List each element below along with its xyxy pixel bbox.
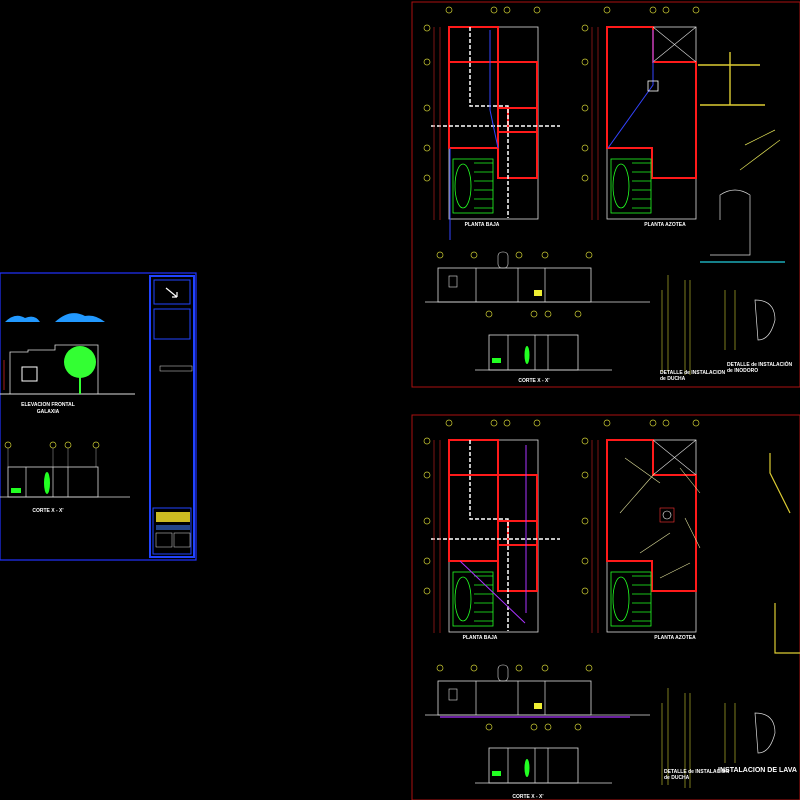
sheet-bottom-right-plans: PLANTA BAJA PLANTA AZOTEA CORTE X - X' D… xyxy=(411,414,800,800)
shower-detail-title: DETALLE de INSTALACION xyxy=(660,370,725,376)
north-arrow-icon xyxy=(165,287,178,298)
north-arrow-box xyxy=(153,279,191,305)
elevation-title: ELEVACION FRONTAL xyxy=(21,402,75,408)
window xyxy=(21,366,38,382)
elevation-subtitle: GALAXIA xyxy=(37,409,60,415)
roof-plan-title: PLANTA AZOTEA xyxy=(644,222,686,228)
toilet-detail-title: DETALLE de INSTALACIÓN xyxy=(727,360,792,368)
section-title: CORTE X - X' xyxy=(518,378,549,384)
ground-plan-title: PLANTA BAJA xyxy=(465,222,500,228)
toilet-detail-subtitle: de INODORO xyxy=(727,368,758,374)
title-block xyxy=(152,507,192,555)
tree-icon xyxy=(64,346,96,378)
shower-detail-subtitle: de DUCHA xyxy=(664,775,690,781)
sink-detail-title: INSTALACION DE LAVA xyxy=(718,767,797,774)
shower-detail-subtitle: de DUCHA xyxy=(660,376,686,382)
section-title: CORTE X - X' xyxy=(32,508,63,514)
sheet-left-elevation: ELEVACION FRONTAL GALAXIA CORTE X - X' xyxy=(0,272,197,561)
roof-plan-title: PLANTA AZOTEA xyxy=(654,635,696,641)
water-tank-icon xyxy=(647,80,659,92)
cloud-icon xyxy=(5,313,105,322)
ground-floor-plan xyxy=(423,6,561,221)
section-title: CORTE X - X' xyxy=(512,794,543,800)
shower-detail-title: DETALLE de INSTALACIÓN xyxy=(664,767,729,775)
sheet-top-right-plans: PLANTA BAJA PLANTA AZOTEA CORTE X - X' D… xyxy=(411,1,800,388)
sections-and-details xyxy=(424,251,776,376)
roof-plan xyxy=(581,6,700,221)
ground-plan-title: PLANTA BAJA xyxy=(463,635,498,641)
